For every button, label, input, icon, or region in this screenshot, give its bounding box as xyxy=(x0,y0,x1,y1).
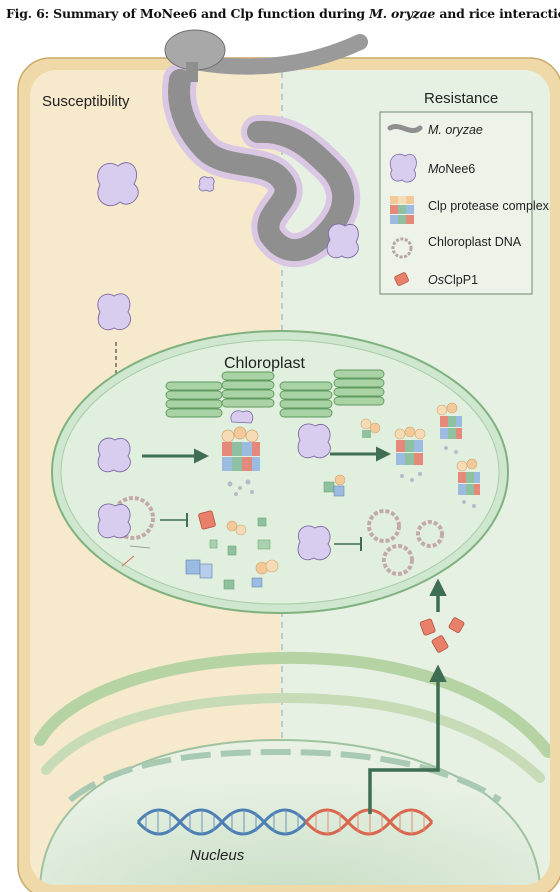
chloroplast-dna-icon xyxy=(382,544,414,576)
magnaporthe-oryzae-hypha xyxy=(162,29,368,267)
dna-strand-red-1 xyxy=(304,808,434,836)
legend-item-clp: Clp protease complex xyxy=(390,196,550,224)
chloroplast-label: Chloroplast xyxy=(224,355,305,372)
chloroplast-dna-group-right xyxy=(367,509,444,576)
susceptibility-label: Susceptibility xyxy=(42,93,130,110)
monee6-effector-icon xyxy=(97,293,132,331)
chloroplast-dna-icon xyxy=(416,520,444,548)
legend-item-osclpp1: OsClpP1 xyxy=(394,272,478,287)
monee6-effector-icon xyxy=(326,223,359,259)
clp-protease-complex-right-3 xyxy=(456,458,480,508)
monee6-effector-icon xyxy=(97,162,139,207)
legend-label-monee6: MoNee6 xyxy=(428,162,475,176)
osclpp1-import xyxy=(419,578,465,653)
clp-protease-complex-right-2 xyxy=(436,402,462,454)
thylakoid-grana xyxy=(165,369,385,418)
invasive-hypha xyxy=(168,69,355,262)
chloroplast-dna-icon xyxy=(367,509,401,543)
osclpp1-icon xyxy=(198,510,216,530)
figure-title: Fig. 6: Summary of MoNee6 and Clp functi… xyxy=(6,6,560,21)
chloroplast: Chloroplast xyxy=(51,330,509,614)
chloroplast-inner-membrane xyxy=(60,339,500,605)
nucleus-region xyxy=(34,651,550,885)
dna-strand-blue-2 xyxy=(136,808,308,836)
figure-title-species: M. oryzae xyxy=(369,6,436,21)
monee6-effector-icon xyxy=(97,503,131,539)
legend-item-m-oryzae: M. oryzae xyxy=(387,123,483,137)
nucleus xyxy=(38,738,542,885)
resistance-label: Resistance xyxy=(424,90,498,107)
nuclear-envelope xyxy=(68,748,502,803)
figure-title-prefix: Fig. 6: Summary of MoNee6 and Clp functi… xyxy=(6,6,370,21)
fungus-hypha-icon xyxy=(387,124,423,134)
legend-label-m-oryzae: M. oryzae xyxy=(428,123,483,137)
clp-protease-complex-left xyxy=(221,410,260,496)
clp-subunit-cluster-right xyxy=(323,418,381,497)
clp-protease-icon xyxy=(390,196,414,224)
nucleus-label: Nucleus xyxy=(190,847,245,864)
legend-item-chloroplast-dna: Chloroplast DNA xyxy=(391,235,522,259)
monee6-effector-icon xyxy=(297,525,331,561)
figure-title-suffix: and rice interaction. xyxy=(439,6,560,21)
clp-protease-complex-right-1 xyxy=(394,426,426,482)
monee6-effector-icon xyxy=(230,410,254,424)
monee6-effector-icon xyxy=(198,176,215,192)
osclpp1-icon xyxy=(448,617,465,633)
endoplasmic-reticulum-2 xyxy=(41,692,545,783)
penetration-peg xyxy=(186,62,198,82)
cytoplasm-effectors xyxy=(97,162,359,414)
monee6-effector-icon xyxy=(97,437,131,473)
scattered-clp-subunits xyxy=(185,517,279,590)
monee6-effector-icon xyxy=(297,423,331,459)
legend: M. oryzae MoNee6 Clp protease complex Ch… xyxy=(379,111,550,295)
nuclear-dna xyxy=(136,808,434,836)
legend-label-clp: Clp protease complex xyxy=(428,199,550,213)
osclpp1-icon xyxy=(419,618,436,636)
legend-label-chloroplast-dna: Chloroplast DNA xyxy=(428,235,522,249)
legend-label-osclpp1: OsClpP1 xyxy=(428,273,478,287)
monee6-effector-icon xyxy=(389,153,417,183)
chloroplast-dna-icon xyxy=(391,237,413,259)
osclpp1-icon xyxy=(431,635,449,653)
endoplasmic-reticulum-1 xyxy=(34,651,550,758)
legend-item-monee6: MoNee6 xyxy=(389,153,475,183)
cpdna-with-monee6-left xyxy=(97,496,155,567)
osclpp1-icon xyxy=(394,272,409,286)
expression-arrow xyxy=(368,664,447,814)
